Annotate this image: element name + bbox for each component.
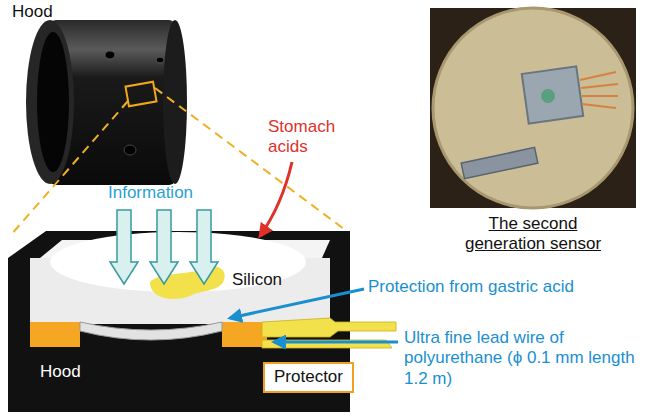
part-name: Protector	[274, 367, 343, 387]
part-name: Hood	[12, 2, 53, 22]
part-name: Silicon	[232, 270, 282, 290]
callout-text: Information	[108, 183, 193, 203]
acid-arrow	[260, 162, 292, 236]
callout-text: Protection from gastric acid	[368, 277, 574, 297]
photo-caption: The second generation sensor	[448, 214, 618, 255]
callout-text: Stomach acids	[268, 117, 350, 158]
sensor-photo	[430, 8, 636, 208]
zoom-line	[10, 101, 128, 236]
information-arrow	[110, 210, 218, 284]
part-name: Hood	[40, 362, 81, 382]
callout-text: Ultra fine lead wire of polyurethane (ϕ …	[404, 328, 642, 389]
leader-arrow	[274, 341, 398, 344]
leader-arrow	[230, 289, 364, 318]
sensor-window	[125, 82, 156, 107]
zoom-line	[155, 88, 348, 232]
part-box: Protector	[263, 362, 354, 393]
hood-cylinder	[26, 20, 187, 185]
